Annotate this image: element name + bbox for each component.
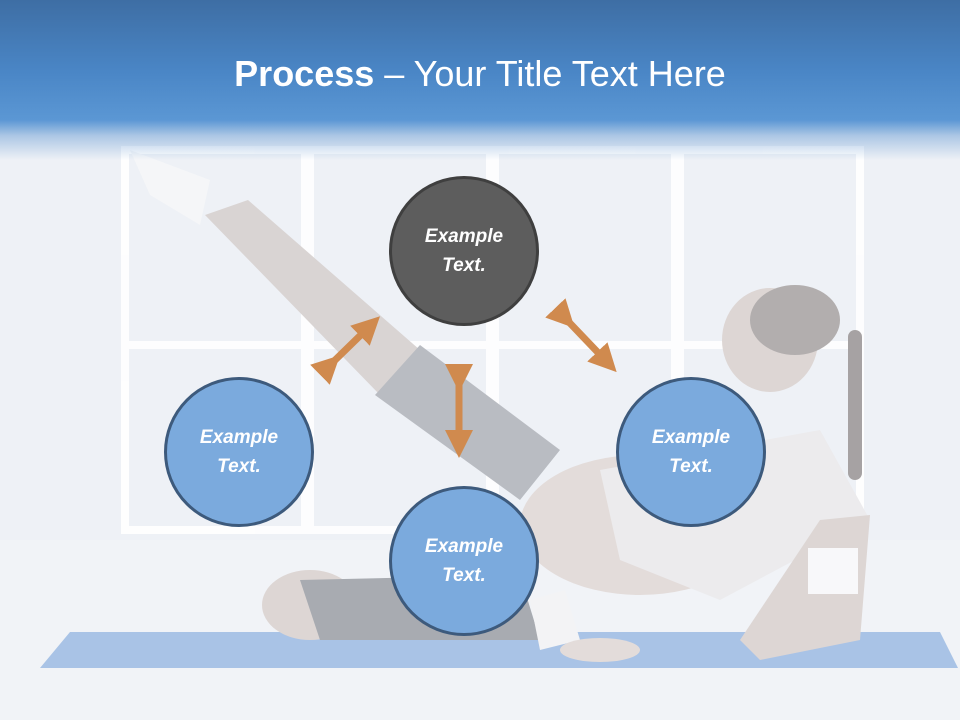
- process-circle-bottom[interactable]: Example Text.: [389, 486, 539, 636]
- process-circle-left[interactable]: Example Text.: [164, 377, 314, 527]
- circle-bottom-text: Example Text.: [424, 536, 504, 586]
- circle-left-text: Example Text.: [199, 427, 279, 477]
- title-bar: [0, 0, 960, 160]
- process-circle-right[interactable]: Example Text.: [616, 377, 766, 527]
- title-bold: Process: [234, 53, 375, 94]
- title-rest: – Your Title Text Here: [374, 53, 726, 94]
- circle-top-text: Example Text.: [424, 226, 504, 276]
- process-circle-top[interactable]: Example Text.: [389, 176, 539, 326]
- slide-title[interactable]: Process – Your Title Text Here: [0, 52, 960, 96]
- circle-right-text: Example Text.: [651, 427, 731, 477]
